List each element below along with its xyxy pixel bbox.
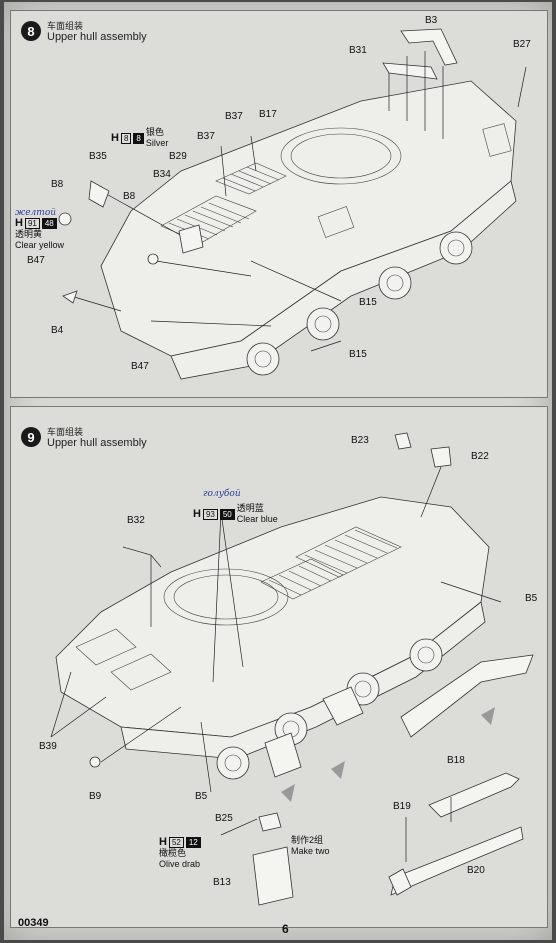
part-label: B19 — [393, 801, 411, 812]
paint-code-box: 12 — [185, 837, 201, 848]
page-number: 6 — [282, 922, 289, 936]
part-label: B4 — [51, 325, 64, 336]
paint-code-box: 48 — [41, 218, 57, 229]
step-8-panel: 8 车面组装 Upper hull assembly H 8 8 银色 Silv… — [10, 10, 548, 398]
paint-code-box: 52 — [168, 837, 184, 848]
part-label: B18 — [447, 755, 465, 766]
paint-callout-clear-blue: H 93 50 透明蓝 Clear blue — [193, 503, 278, 525]
part-label: B20 — [467, 865, 485, 876]
paint-callout-olive-drab: H 52 12 橄榄色 Olive drab — [159, 837, 201, 870]
part-label: B32 — [127, 515, 145, 526]
step-9-hull-drawing — [50, 432, 534, 906]
paint-name-cn: 橄榄色 — [159, 848, 187, 858]
part-label: B5 — [195, 791, 208, 802]
make-two-en: Make two — [291, 846, 330, 856]
paint-code-h: H — [193, 507, 201, 520]
instruction-sheet: 8 车面组装 Upper hull assembly H 8 8 银色 Silv… — [4, 2, 552, 940]
part-label: B37 — [225, 111, 243, 122]
step-title-cn: 车面组装 — [47, 427, 84, 437]
paint-name-en: Clear yellow — [15, 240, 65, 250]
handwritten-note: голубой — [203, 489, 241, 499]
paint-code-box: 8 — [133, 132, 144, 144]
step-number-badge: 9 — [21, 427, 41, 447]
paint-code-h: H — [15, 217, 23, 229]
paint-code-box: 50 — [219, 508, 235, 520]
part-label: B25 — [215, 813, 233, 824]
paint-callout-clear-yellow: H 91 48 透明黄 Clear yellow — [15, 218, 64, 251]
paint-code-h: H — [111, 131, 119, 144]
paint-code-box: 91 — [24, 218, 40, 229]
part-label: B8 — [51, 179, 64, 190]
paint-name-cn: 银色 — [145, 127, 164, 137]
handwritten-note: желтой — [15, 208, 57, 218]
paint-code-box: 93 — [202, 508, 218, 520]
part-label: B17 — [259, 109, 277, 120]
paint-code-h: H — [159, 836, 167, 848]
part-label: B13 — [213, 877, 231, 888]
part-label: B3 — [425, 15, 438, 26]
part-label: B47 — [27, 255, 45, 266]
part-label: B9 — [89, 791, 102, 802]
paint-name-en: Olive drab — [159, 859, 201, 869]
step-8-hull-drawing — [58, 28, 527, 380]
paint-name-cn: 透明蓝 — [236, 503, 264, 513]
step-title-cn: 车面组装 — [47, 21, 84, 31]
part-label: B23 — [351, 435, 369, 446]
step-9-panel: 9 车面组装 Upper hull assembly голубой H 93 … — [10, 406, 548, 928]
paint-callout-silver: H 8 8 银色 Silver — [111, 127, 168, 149]
paint-name-cn: 透明黄 — [15, 229, 43, 239]
step-title-en: Upper hull assembly — [47, 437, 147, 449]
part-label: B39 — [39, 741, 57, 752]
part-label: B31 — [349, 45, 367, 56]
step-number-badge: 8 — [21, 21, 41, 41]
part-label: B15 — [359, 297, 377, 308]
make-two-note: 制作2组 Make two — [291, 835, 330, 857]
part-label: B37 — [197, 131, 215, 142]
part-label: B15 — [349, 349, 367, 360]
paint-code-box: 8 — [120, 132, 132, 144]
product-code: 00349 — [18, 917, 49, 929]
part-label: B34 — [153, 169, 171, 180]
step-title-en: Upper hull assembly — [47, 31, 147, 43]
part-label: B47 — [131, 361, 149, 372]
part-label: B27 — [513, 39, 531, 50]
part-label: B22 — [471, 451, 489, 462]
part-label: B8 — [123, 191, 136, 202]
paint-name-en: Clear blue — [236, 514, 278, 524]
paint-name-en: Silver — [145, 138, 169, 148]
part-label: B35 — [89, 151, 107, 162]
part-label: B5 — [525, 593, 538, 604]
make-two-cn: 制作2组 — [291, 835, 324, 845]
part-label: B29 — [169, 151, 187, 162]
